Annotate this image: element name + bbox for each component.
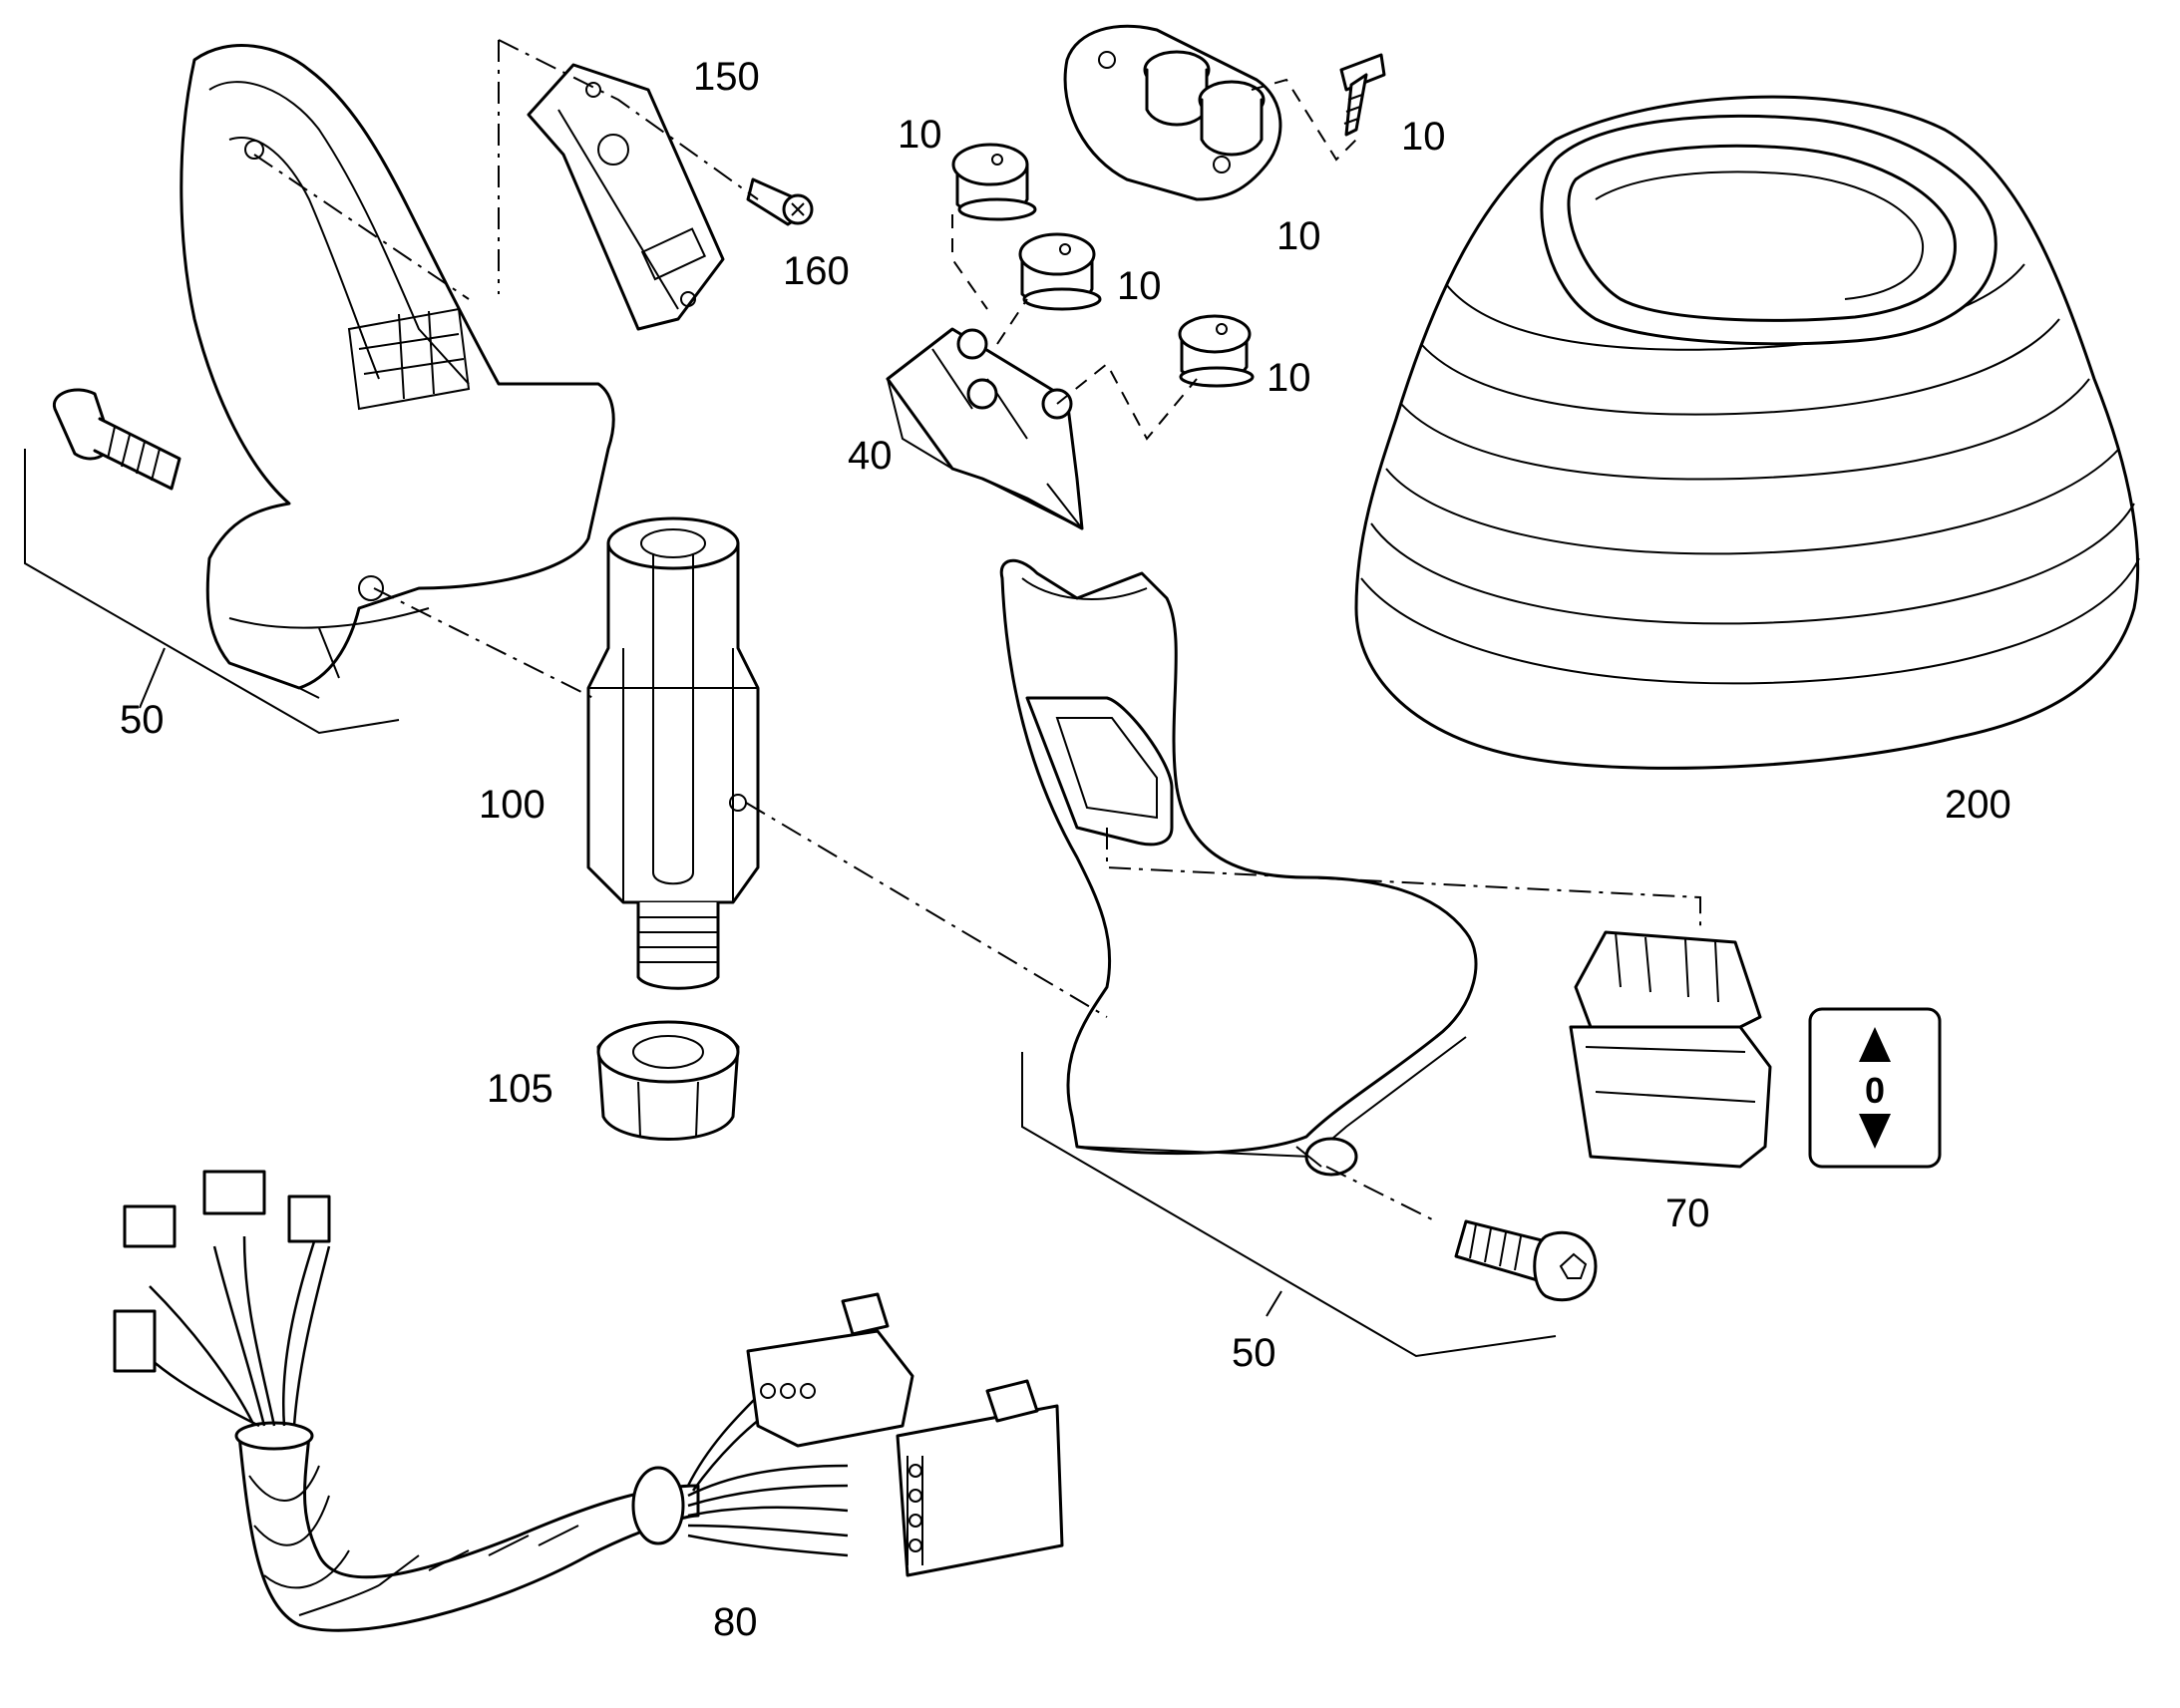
label-10-lower: 10: [1267, 356, 1311, 400]
label-10-top-left: 10: [898, 113, 942, 157]
screw-160: [746, 177, 814, 226]
bolt-right: [1454, 1219, 1598, 1302]
label-10-mid-right: 10: [1276, 214, 1321, 258]
cap-10-c: [1178, 314, 1255, 388]
label-160: 160: [783, 249, 850, 293]
cap-10-b: [1018, 232, 1102, 311]
cap-10-a: [951, 143, 1037, 221]
rocker-switch-70: [1569, 930, 1772, 1169]
label-10-center: 10: [1117, 264, 1162, 308]
label-50-left: 50: [120, 698, 165, 742]
microswitch-40: [886, 327, 1084, 530]
wiring-harness-80: [113, 1170, 1064, 1632]
grip-half-right: [999, 558, 1478, 1177]
label-10-top-right: 10: [1401, 115, 1446, 159]
switch-symbol-text: 0: [1865, 1070, 1885, 1111]
label-50-right: 50: [1232, 1331, 1276, 1375]
switch-symbol: 0: [1808, 1007, 1942, 1169]
button-top-assembly: [1063, 24, 1282, 201]
adapter-100: [586, 516, 760, 990]
bolt-left: [52, 388, 182, 491]
label-100: 100: [479, 783, 545, 827]
screw-10: [1339, 53, 1386, 137]
rubber-boot-200: [1354, 95, 2140, 770]
label-40: 40: [848, 434, 893, 478]
label-200: 200: [1945, 783, 2011, 827]
label-105: 105: [487, 1067, 553, 1111]
nut-105: [596, 1020, 740, 1141]
module-150: [527, 63, 725, 331]
label-150: 150: [693, 55, 760, 99]
grip-half-left: [180, 44, 615, 699]
label-70: 70: [1665, 1192, 1710, 1235]
label-80: 80: [713, 1600, 758, 1644]
